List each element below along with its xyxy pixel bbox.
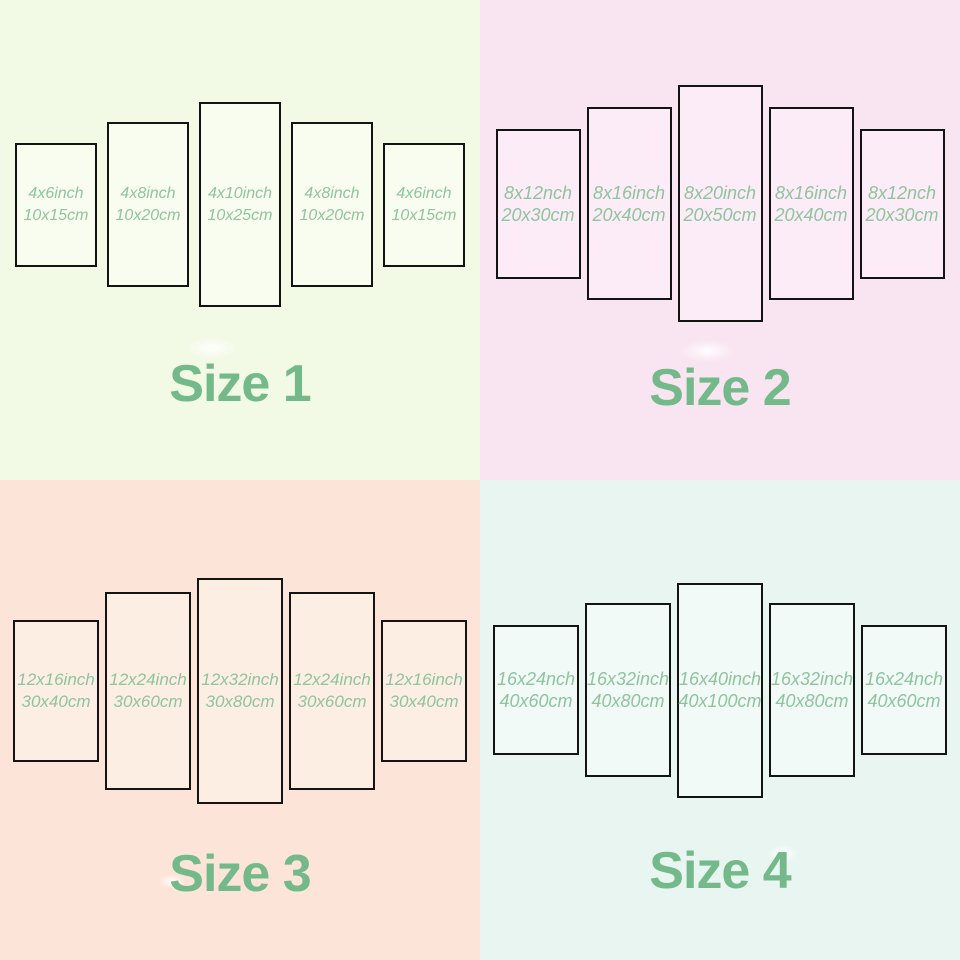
panel-size-inch: 4x10inch: [207, 184, 273, 202]
panel-size-cm: 40x80cm: [775, 691, 849, 711]
panel-size-cm: 30x40cm: [389, 692, 459, 711]
panel-size-cm: 40x80cm: [591, 691, 665, 711]
panel-size-inch: 16x24nch: [496, 669, 576, 689]
canvas-panel: 8x20inch 20x50cm: [677, 85, 763, 322]
canvas-panel: 8x12nch 20x30cm: [859, 128, 945, 279]
canvas-panel: 4x6inch 10x15cm: [383, 142, 465, 267]
panel-size-cm: 20x30cm: [501, 204, 575, 225]
canvas-panel: 4x10inch 10x25cm: [199, 102, 281, 307]
canvas-panel: 4x8inch 10x20cm: [291, 122, 373, 287]
panel-row: 4x6inch 10x15cm 4x8inch 10x20cm 4x10inch…: [0, 0, 480, 409]
panel-size-cm: 40x60cm: [867, 691, 941, 711]
panel-size-cm: 20x50cm: [683, 204, 757, 225]
panel-size-cm: 30x80cm: [205, 692, 275, 711]
panel-size-inch: 12x16inch: [385, 670, 463, 689]
panel-size-cm: 40x100cm: [678, 691, 762, 711]
panel-size-inch: 16x32inch: [586, 669, 670, 689]
panel-size-cm: 10x20cm: [115, 206, 181, 224]
panel-size-inch: 12x16inch: [17, 670, 95, 689]
canvas-panel: 16x40inch 40x100cm: [677, 582, 763, 798]
panel-size-inch: 12x32inch: [201, 670, 279, 689]
size-label: Size 3: [169, 845, 311, 903]
panel-size-inch: 16x24nch: [864, 669, 944, 689]
quadrant-size-1: 4x6inch 10x15cm 4x8inch 10x20cm 4x10inch…: [0, 0, 480, 480]
panel-size-cm: 10x15cm: [23, 206, 89, 224]
canvas-panel: 12x24inch 30x60cm: [105, 592, 191, 790]
panel-size-inch: 16x40inch: [678, 669, 762, 689]
canvas-panel: 12x16inch 30x40cm: [381, 620, 467, 762]
size-label: Size 1: [169, 355, 311, 413]
canvas-panel: 12x16inch 30x40cm: [13, 620, 99, 762]
panel-size-cm: 40x60cm: [499, 691, 573, 711]
canvas-panel: 4x6inch 10x15cm: [15, 142, 97, 267]
canvas-panel: 8x16inch 20x40cm: [768, 107, 854, 300]
quadrant-size-2: 8x12nch 20x30cm 8x16inch 20x40cm 8x20inc…: [480, 0, 960, 480]
canvas-panel: 8x16inch 20x40cm: [586, 107, 672, 300]
panel-size-cm: 30x60cm: [297, 692, 367, 711]
quadrant-size-3: 12x16inch 30x40cm 12x24inch 30x60cm 12x3…: [0, 480, 480, 960]
panel-row: 16x24nch 40x60cm 16x32inch 40x80cm 16x40…: [480, 480, 960, 900]
panel-size-inch: 4x6inch: [396, 184, 452, 202]
panel-size-inch: 8x16inch: [774, 182, 848, 203]
panel-size-cm: 20x30cm: [865, 204, 939, 225]
quadrant-size-4: 16x24nch 40x60cm 16x32inch 40x80cm 16x40…: [480, 480, 960, 960]
panel-size-inch: 12x24inch: [293, 670, 371, 689]
panel-size-cm: 20x40cm: [774, 204, 848, 225]
panel-size-inch: 16x32inch: [770, 669, 854, 689]
canvas-panel: 8x12nch 20x30cm: [495, 128, 581, 279]
canvas-panel: 16x24nch 40x60cm: [493, 625, 579, 755]
panel-size-inch: 12x24inch: [109, 670, 187, 689]
panel-size-inch: 8x16inch: [592, 182, 666, 203]
panel-row: 12x16inch 30x40cm 12x24inch 30x60cm 12x3…: [0, 480, 480, 902]
panel-size-inch: 8x20inch: [683, 182, 757, 203]
canvas-panel: 16x32inch 40x80cm: [585, 603, 671, 777]
canvas-panel: 4x8inch 10x20cm: [107, 122, 189, 287]
panel-size-cm: 10x15cm: [391, 206, 457, 224]
canvas-panel: 16x24nch 40x60cm: [861, 625, 947, 755]
size-label: Size 4: [649, 842, 791, 900]
panel-size-inch: 8x12nch: [503, 182, 573, 203]
panel-row: 8x12nch 20x30cm 8x16inch 20x40cm 8x20inc…: [480, 0, 960, 407]
size-label: Size 2: [649, 359, 791, 417]
panel-size-inch: 8x12nch: [867, 182, 937, 203]
canvas-panel: 12x24inch 30x60cm: [289, 592, 375, 790]
panel-size-inch: 4x8inch: [120, 184, 176, 202]
panel-size-cm: 10x20cm: [299, 206, 365, 224]
panel-size-inch: 4x8inch: [304, 184, 360, 202]
canvas-panel: 12x32inch 30x80cm: [197, 578, 283, 804]
panel-size-cm: 20x40cm: [592, 204, 666, 225]
panel-size-cm: 10x25cm: [207, 206, 273, 224]
panel-size-cm: 30x40cm: [21, 692, 91, 711]
panel-size-inch: 4x6inch: [28, 184, 84, 202]
canvas-panel: 16x32inch 40x80cm: [769, 603, 855, 777]
panel-size-cm: 30x60cm: [113, 692, 183, 711]
